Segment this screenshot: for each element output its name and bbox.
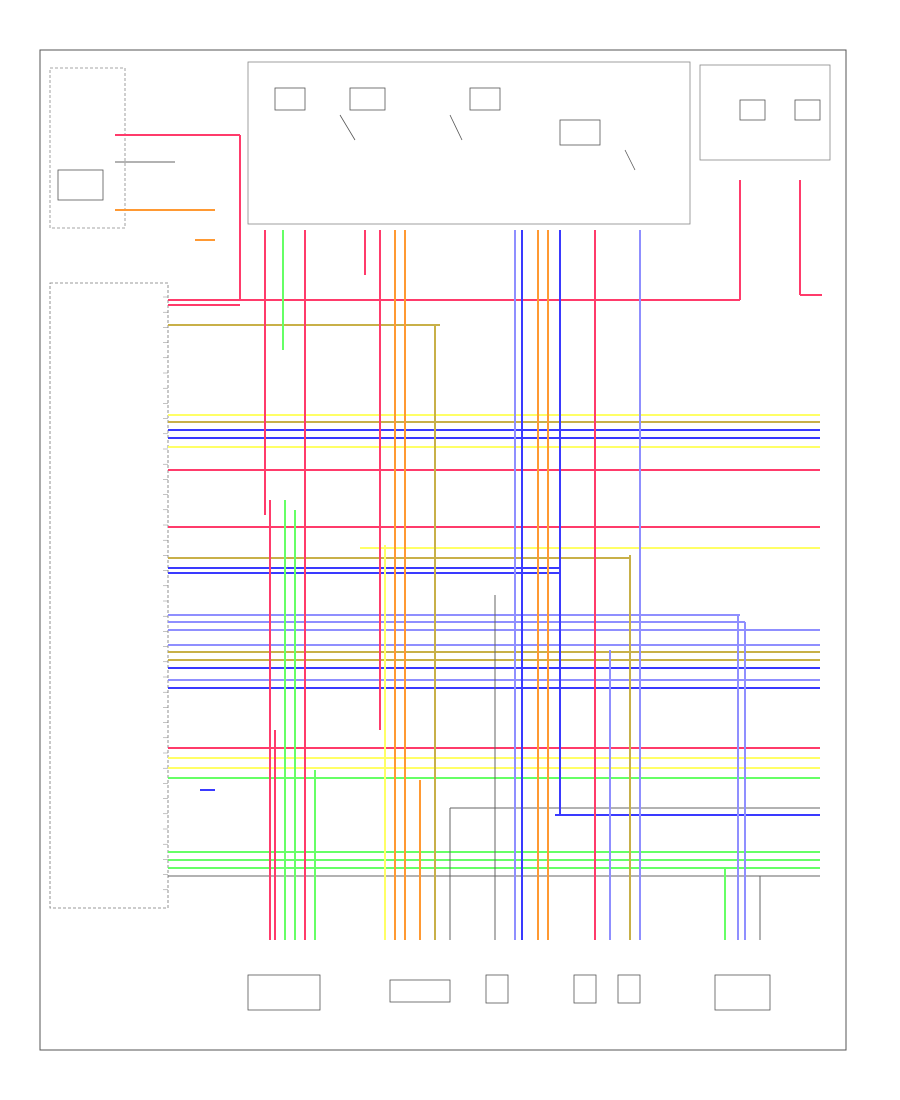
ecm-pin-labels — [163, 296, 168, 891]
fuse-block — [247, 61, 691, 225]
component-right — [714, 974, 771, 1011]
diagram-border — [39, 49, 847, 1051]
sensor-c — [617, 974, 641, 1004]
bottom-components — [247, 974, 771, 1011]
relay-symbols — [274, 87, 821, 171]
fuel-sender-box — [57, 169, 104, 201]
ignition-switch-box — [49, 67, 126, 229]
sensor-a — [485, 974, 509, 1004]
sensor-b — [573, 974, 597, 1004]
ecm-box — [49, 282, 169, 909]
horizontal-wires — [115, 134, 822, 877]
component-center — [389, 979, 451, 1003]
vertical-wires — [239, 135, 801, 940]
component-left — [247, 974, 321, 1011]
fuse-block-right — [699, 64, 831, 161]
